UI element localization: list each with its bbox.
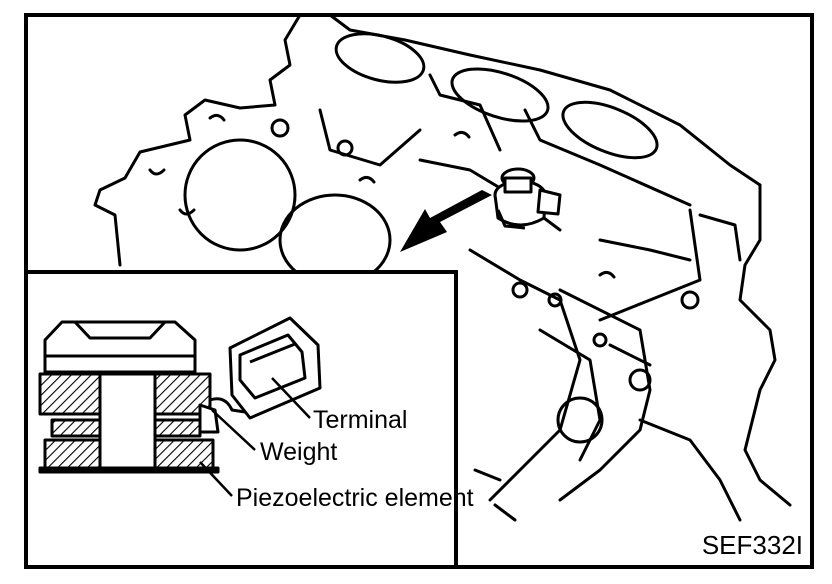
location-arrow [400, 190, 492, 252]
figure-code: SEF332I [702, 530, 803, 560]
label-terminal: Terminal [313, 406, 407, 434]
label-weight: Weight [260, 438, 337, 466]
leader-lines [199, 377, 311, 497]
knock-sensor-on-block [493, 167, 562, 230]
engine-block-illustration [93, 13, 792, 522]
label-piezoelectric-element: Piezoelectric element [236, 484, 474, 512]
sensor-cross-section [38, 316, 322, 474]
inset-detail: Terminal Weight Piezoelectric element [24, 270, 474, 569]
